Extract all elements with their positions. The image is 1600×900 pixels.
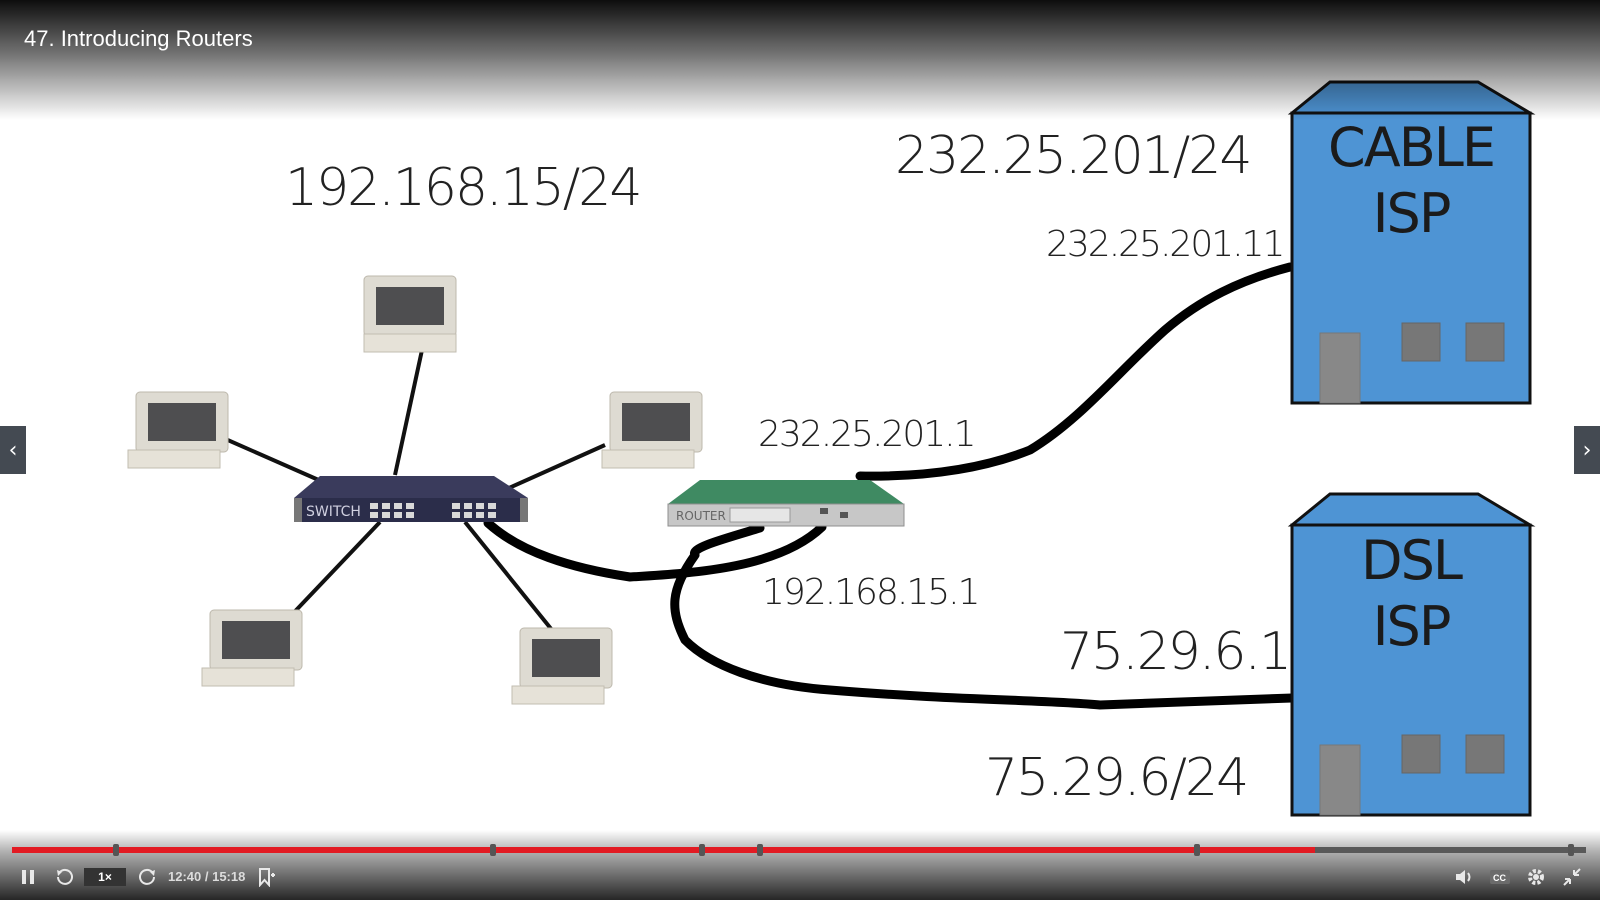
playback-speed-button[interactable]: 1× xyxy=(84,868,126,886)
computer-left xyxy=(127,391,229,469)
chapter-marker[interactable] xyxy=(113,844,119,856)
router-device xyxy=(667,480,905,527)
cable-isp-line2: ISP xyxy=(1372,182,1452,245)
rewind-icon xyxy=(57,868,73,885)
add-bookmark-button[interactable] xyxy=(252,862,280,892)
svg-text:CC: CC xyxy=(1493,873,1506,883)
bookmark-add-icon xyxy=(259,868,275,887)
time-display: 12:40 / 15:18 xyxy=(168,869,246,884)
dsl-isp-line2: ISP xyxy=(1372,595,1452,658)
pause-button[interactable] xyxy=(14,862,42,892)
gear-icon xyxy=(1528,869,1544,885)
cable-isp-ip-label: 232.25.201.11 xyxy=(1046,224,1285,265)
forward-button[interactable] xyxy=(134,862,162,892)
progress-bar[interactable] xyxy=(12,844,1586,856)
computer-right xyxy=(601,391,703,469)
title-overlay xyxy=(0,0,1600,120)
settings-button[interactable] xyxy=(1522,862,1550,892)
dsl-ip-label: 75.29.6.1 xyxy=(1060,622,1292,682)
dsl-isp-building xyxy=(1287,492,1536,817)
exit-fullscreen-icon xyxy=(1563,868,1581,886)
previous-lecture-button[interactable]: ‹ xyxy=(0,426,26,474)
chevron-right-icon: › xyxy=(1582,437,1592,463)
controls-overlay xyxy=(0,830,1600,900)
forward-icon xyxy=(139,868,155,885)
router-label: ROUTER xyxy=(676,509,726,523)
rewind-button[interactable] xyxy=(50,862,78,892)
cable-isp-text: CABLE ISP xyxy=(1292,115,1530,247)
lecture-title: 47. Introducing Routers xyxy=(24,26,253,51)
cable-subnet-label: 232.25.201/24 xyxy=(895,126,1252,186)
router-lan-ip-label: 192.168.15.1 xyxy=(762,572,980,613)
cable-isp-line1: CABLE xyxy=(1328,116,1496,179)
dsl-isp-text: DSL ISP xyxy=(1292,528,1530,660)
chapter-marker[interactable] xyxy=(490,844,496,856)
next-lecture-button[interactable]: › xyxy=(1574,426,1600,474)
computer-top xyxy=(363,275,457,353)
computer-bottom-left xyxy=(201,609,303,687)
volume-button[interactable] xyxy=(1450,862,1478,892)
closed-captions-icon: CC xyxy=(1490,870,1510,884)
progress-fill xyxy=(12,847,1316,853)
pause-icon xyxy=(22,870,34,884)
chapter-marker[interactable] xyxy=(699,844,705,856)
chapter-marker[interactable] xyxy=(1568,844,1574,856)
lan-subnet-label: 192.168.15/24 xyxy=(285,158,642,218)
volume-icon xyxy=(1456,870,1471,884)
captions-button[interactable]: CC xyxy=(1486,862,1514,892)
dsl-subnet-label: 75.29.6/24 xyxy=(985,748,1249,808)
chevron-left-icon: ‹ xyxy=(8,437,18,463)
player-controls: 1× 12:40 / 15:18 CC xyxy=(0,862,1600,892)
router-wan-ip-label: 232.25.201.1 xyxy=(758,414,976,455)
switch-label: SWITCH xyxy=(306,504,361,520)
wan-cables xyxy=(483,262,1297,710)
chapter-marker[interactable] xyxy=(1194,844,1200,856)
dsl-isp-line1: DSL xyxy=(1361,529,1463,592)
computer-bottom-right xyxy=(511,627,613,705)
chapter-marker[interactable] xyxy=(757,844,763,856)
exit-fullscreen-button[interactable] xyxy=(1558,862,1586,892)
switch-device xyxy=(294,476,528,522)
